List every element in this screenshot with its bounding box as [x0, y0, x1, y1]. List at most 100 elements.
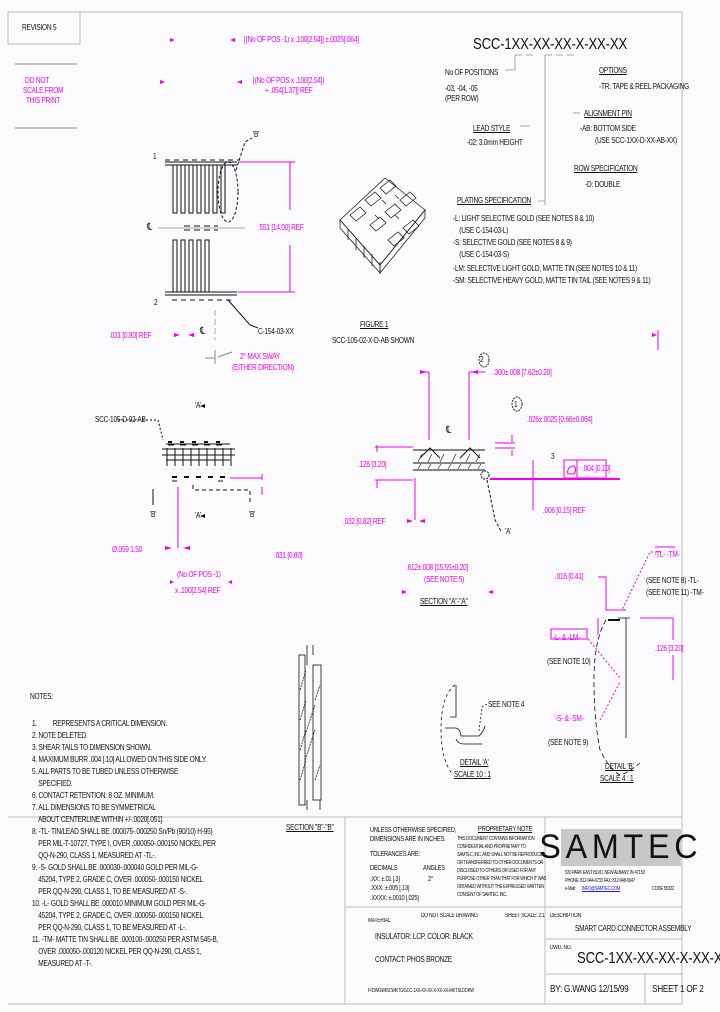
detail-a-note: SEE NOTE 4 — [488, 700, 525, 709]
detail-b-note-low: (SEE NOTE 9) — [548, 738, 589, 747]
company-phone: PHONE: 812-944-6733 FAX: 812-948-5047 — [565, 878, 635, 884]
sheet-number: SHEET 1 OF 2 — [652, 984, 704, 995]
tolerances-label: TOLERANCES ARE: — [370, 851, 420, 858]
tolerance-xxx: .XXX: ±.005 [.13] — [370, 885, 410, 892]
drawn-by: BY: G.WANG 12/15/99 — [550, 984, 629, 995]
tolerance-angle: 2° — [428, 876, 433, 883]
centerline-symbol: ℄ — [147, 222, 153, 233]
thickness-dimension: .026±.0025 [0.66±0.064] — [527, 415, 593, 424]
proprietary-line-3: SAMTEC, INC. AND SHALL NOT BE REPRODUCED — [457, 852, 545, 858]
figure-title: FIGURE 1 — [360, 320, 389, 329]
note-11-cont-2: MEASURED AT -T-. — [32, 959, 93, 968]
detail-b-note-top-2: (SEE NOTE 11) -TM- — [646, 588, 704, 597]
detail-b-title: DETAIL 'B' — [605, 762, 634, 771]
note-8-cont-1: PER MIL-T-10727, TYPE I, OVER .000050-.0… — [32, 839, 216, 848]
material-insulator: INSULATOR: LCP, COLOR: BLACK — [375, 932, 473, 941]
row-spec-label: ROW SPECIFICATION — [574, 164, 638, 173]
dwg-no-value: SCC-1XX-XX-XX-X-XX-XX — [577, 950, 720, 967]
row-spec-value: -D: DOUBLE — [585, 180, 621, 189]
proprietary-line-2: CONFIDENTIAL AND PROPRIETARY TO — [457, 844, 526, 850]
file-path: F:\DWG\MISC\MKTG\SCC-1XX-XX-XX-X-XX-XX-M… — [368, 988, 474, 994]
material-contact: CONTACT: PHOS BRONZE — [375, 955, 452, 964]
detail-a-title: DETAIL 'A' — [460, 758, 489, 767]
tolerance-xx: .XX: ±.01 [.3] — [370, 876, 400, 883]
front-view-part-label: SCC-105-D-02-AB — [95, 415, 146, 424]
note-4: 4. MAXIMUM BURR .004 [.10] ALLOWED ON TH… — [32, 755, 207, 764]
ref-dimension-032: .032 [0.82] REF — [343, 517, 386, 526]
dwg-no-label: DWG. NO. — [550, 945, 572, 951]
detail-b-right-dimension: .126 [3.20] — [655, 644, 684, 653]
plating-value-1: -L: LIGHT SELECTIVE GOLD (SEE NOTES 8 & … — [453, 214, 594, 223]
lead-style-label: LEAD STYLE — [473, 124, 511, 133]
notes-heading: NOTES: — [30, 692, 53, 701]
proprietary-line-7: OBTAINED WITHOUT THE EXPRESSED WRITTEN — [457, 884, 544, 890]
flatness-value: .004 [0.10] — [582, 464, 611, 473]
company-name: SAMTEC — [539, 828, 703, 866]
ref-dimension-006: .006 [0.15] REF — [543, 506, 586, 515]
note-8-cont-2: QQ-N-290, CLASS 1, MEASURED AT -TL-. — [32, 851, 157, 860]
note-6: 6. CONTACT RETENTION: 8 OZ. MINIMUM. — [32, 791, 155, 800]
pitch-dimension: [(No OF POS -1) x .100[2.54]] ±.0025[.06… — [244, 35, 359, 44]
company-logo: SAMTEC — [539, 828, 698, 866]
detail-b-callout: 'B' — [253, 130, 260, 139]
material-label: MATERIAL: — [368, 918, 392, 924]
section-b-marker-left: 'B' — [150, 510, 157, 519]
front-height-dimension: .031 [0.80] — [274, 551, 303, 560]
proprietary-line-5: DISCLOSED TO OTHERS OR USED FOR ANY — [457, 868, 536, 874]
note-11-cont-1: OVER .000050-.000120 NICKEL PER QQ-N-290… — [32, 947, 202, 956]
pitch-300-dimension: .300±.008 [7.62±0.20] — [493, 368, 552, 377]
note-10-cont-2: PER QQ-N-290, CLASS 1, TO BE MEASURED AT… — [32, 923, 187, 932]
sway-note-1: 2° MAX SWAY — [240, 352, 281, 361]
note-1: 1. REPRESENTS A CRITICAL DIMENSION. — [32, 719, 168, 728]
note-10-cont-1: 45204, TYPE 2, GRADE C, OVER .000050-.00… — [32, 911, 203, 920]
section-a-marker-bottom: 'A' — [195, 511, 202, 520]
note-10: 10. -L- GOLD SHALL BE .000010 MINIMUM GO… — [32, 899, 207, 908]
angles-label: ANGLES — [423, 865, 445, 872]
diameter-dimension: Ø.059 1.50 — [112, 545, 143, 554]
plating-spec-label: PLATING SPECIFICATION — [457, 196, 532, 205]
plating-value-3: -S: SELECTIVE GOLD (SEE NOTES 8 & 9) — [453, 238, 572, 247]
front-pitch-line-2: x .100[2.54] REF — [175, 586, 221, 595]
note-7: 7. ALL DIMENSIONS TO BE SYMMETRICAL — [32, 803, 156, 812]
detail-b-top-dimension: .016 [0.41] — [555, 572, 584, 581]
warning-line-2: SCALE FROM — [23, 86, 64, 95]
alignment-pin-note: (USE SCC-1XX-D-XX-AB-XX) — [595, 136, 677, 145]
section-a-marker-top: 'A' — [195, 401, 202, 410]
note-5-cont: SPECIFIED. — [32, 779, 73, 788]
section-aa-title: SECTION "A"-"A" — [420, 597, 468, 606]
contact-part-label: C-154-03-XX — [258, 327, 294, 336]
figure-caption: SCC-105-02-X-D-AB SHOWN — [332, 336, 415, 345]
do-not-scale-drawing: DO NOT SCALE DRAWING — [421, 913, 478, 919]
detail-b-s-sm-callout: -S- & -SM- — [555, 714, 584, 723]
alignment-pin-value: -AB: BOTTOM SIDE — [580, 124, 636, 133]
options-label: OPTIONS — [599, 66, 627, 75]
plating-value-6: -SM: SELECTIVE HEAVY GOLD, MATTE TIN TAI… — [453, 276, 651, 285]
proprietary-line-4: OR TRANSFERRED TO OTHER DOCUMENTS OR — [457, 860, 544, 866]
detail-b-l-lm-callout: -L- & -LM- — [553, 633, 581, 642]
part-number-code: SCC-1XX-XX-XX-X-XX-XX — [473, 36, 628, 53]
critical-balloon-2: 2 — [480, 355, 484, 364]
section-height-dimension: .126 [3.20] — [358, 460, 387, 469]
company-code: CODE 55322 — [652, 886, 674, 892]
critical-balloon-1: 1 — [514, 400, 518, 409]
section-centerline-symbol: ℄ — [446, 425, 452, 436]
tolerance-header-2: DIMENSIONS ARE IN INCHES. — [370, 836, 446, 843]
critical-balloon-3: 3 — [551, 452, 555, 461]
proprietary-line-6: PURPOSE OTHER THAN THAT FOR WHICH IT WAS — [457, 876, 547, 882]
note-8: 8. -TL- TIN/LEAD SHALL BE .000075-.00025… — [32, 827, 213, 836]
row-label-1: 1 — [153, 152, 157, 161]
offset-dimension: .031 [0.80] REF — [109, 331, 152, 340]
warning-line-1: DO NOT — [25, 76, 50, 85]
section-b-marker-right: 'B' — [249, 510, 256, 519]
note-9-cont-2: PER QQ-N-290, CLASS 1, TO BE MEASURED AT… — [32, 887, 188, 896]
decimals-label: DECIMALS — [370, 865, 398, 872]
alignment-pin-label: ALIGNMENT PIN — [584, 109, 632, 118]
plating-value-5: -LM: SELECTIVE LIGHT GOLD, MATTE TIN (SE… — [453, 264, 638, 273]
note-9-cont-1: 45204, TYPE 2, GRADE C, OVER .000050-.00… — [32, 875, 203, 884]
section-bb-title: SECTION "B"-"B" — [286, 823, 334, 832]
proprietary-line-8: CONSENT OF SAMTEC, INC. — [457, 892, 507, 898]
positions-note: (PER ROW) — [445, 94, 479, 103]
sway-note-2: (EITHER DIRECTION) — [232, 363, 294, 372]
email-link[interactable]: INFO@SAMTEC.COM — [582, 886, 621, 892]
